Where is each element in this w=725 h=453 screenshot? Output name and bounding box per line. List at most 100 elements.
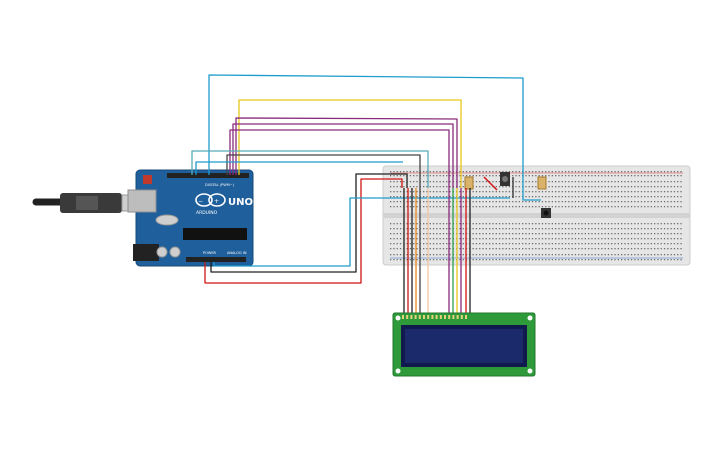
breadboard-hole [568,259,570,261]
breadboard-hole [637,191,639,193]
breadboard-hole [482,233,484,235]
breadboard-hole [594,238,596,240]
breadboard-hole [426,243,428,245]
breadboard-hole [518,243,520,245]
breadboard-hole [627,248,629,250]
breadboard-hole [617,259,619,261]
breadboard-hole [644,254,646,256]
breadboard-hole [650,223,652,225]
breadboard-hole [390,206,392,208]
breadboard-hole [611,254,613,256]
breadboard-hole [393,206,395,208]
breadboard-hole [564,254,567,256]
reset-button[interactable] [143,175,152,184]
breadboard-hole [446,206,448,208]
breadboard-hole [644,175,646,177]
breadboard-hole [475,223,478,225]
breadboard-hole [390,233,392,235]
breadboard-hole [640,248,643,250]
breadboard-hole [528,175,530,177]
breadboard-hole [604,238,606,240]
breadboard-hole [660,196,662,198]
breadboard-hole [528,243,530,245]
breadboard-hole [538,206,540,208]
breadboard-hole [578,248,580,250]
breadboard-hole [409,259,412,261]
breadboard-hole [588,186,590,188]
breadboard-hole [489,191,491,193]
breadboard-hole [568,233,570,235]
breadboard-hole [568,243,570,245]
breadboard-hole [495,254,497,256]
wire-blue-3 [213,197,510,267]
breadboard-hole [640,228,643,230]
breadboard-hole [432,243,435,245]
breadboard-hole [564,243,567,245]
breadboard-hole [409,254,412,256]
breadboard-hole [525,196,527,198]
breadboard-hole [680,238,682,240]
breadboard-hole [677,238,679,240]
breadboard-hole [654,186,656,188]
breadboard-hole [591,186,593,188]
breadboard-hole [578,186,580,188]
breadboard-hole [390,238,392,240]
breadboard-hole [390,171,392,173]
breadboard-hole [624,171,626,173]
breadboard-hole [663,254,666,256]
breadboard-hole [647,243,649,245]
breadboard-hole [624,259,626,261]
breadboard-hole [432,206,435,208]
breadboard-hole [654,259,656,261]
breadboard-hole [482,238,484,240]
breadboard-hole [564,259,567,261]
power-label: POWER [203,251,217,255]
breadboard-hole [601,228,603,230]
digital-header [167,173,249,178]
breadboard-hole [406,201,408,203]
breadboard-hole [432,259,435,261]
breadboard-hole [581,223,583,225]
breadboard-hole [558,259,560,261]
breadboard-hole [644,201,646,203]
breadboard-hole [624,191,626,193]
breadboard-hole [485,201,487,203]
breadboard-hole [568,186,570,188]
breadboard-hole [637,186,639,188]
breadboard-hole [399,171,402,173]
wires [191,74,541,284]
breadboard-hole [555,228,557,230]
breadboard-hole [663,228,666,230]
breadboard-hole [644,171,646,173]
breadboard-hole [512,206,514,208]
breadboard-hole [429,248,431,250]
breadboard-hole [396,206,398,208]
breadboard-hole [515,181,517,183]
breadboard-hole [650,196,652,198]
breadboard-hole [535,248,537,250]
breadboard-hole [588,201,590,203]
breadboard-hole [485,233,487,235]
breadboard-hole [545,248,547,250]
breadboard-hole [429,181,431,183]
breadboard-hole [660,175,662,177]
breadboard-hole [660,171,662,173]
breadboard-hole [538,243,540,245]
breadboard-hole [479,206,481,208]
breadboard-hole [396,191,398,193]
breadboard-hole [482,196,484,198]
breadboard-hole [617,196,619,198]
breadboard-hole [614,186,616,188]
breadboard-hole [564,175,567,177]
breadboard-hole [462,259,464,261]
breadboard-hole [541,238,544,240]
breadboard-hole [449,243,451,245]
breadboard-hole [528,171,530,173]
breadboard-hole [591,223,593,225]
breadboard-hole [436,181,438,183]
breadboard-hole [571,201,573,203]
breadboard-hole [654,238,656,240]
breadboard-hole [597,181,600,183]
breadboard-hole [403,171,405,173]
breadboard-hole [416,238,418,240]
